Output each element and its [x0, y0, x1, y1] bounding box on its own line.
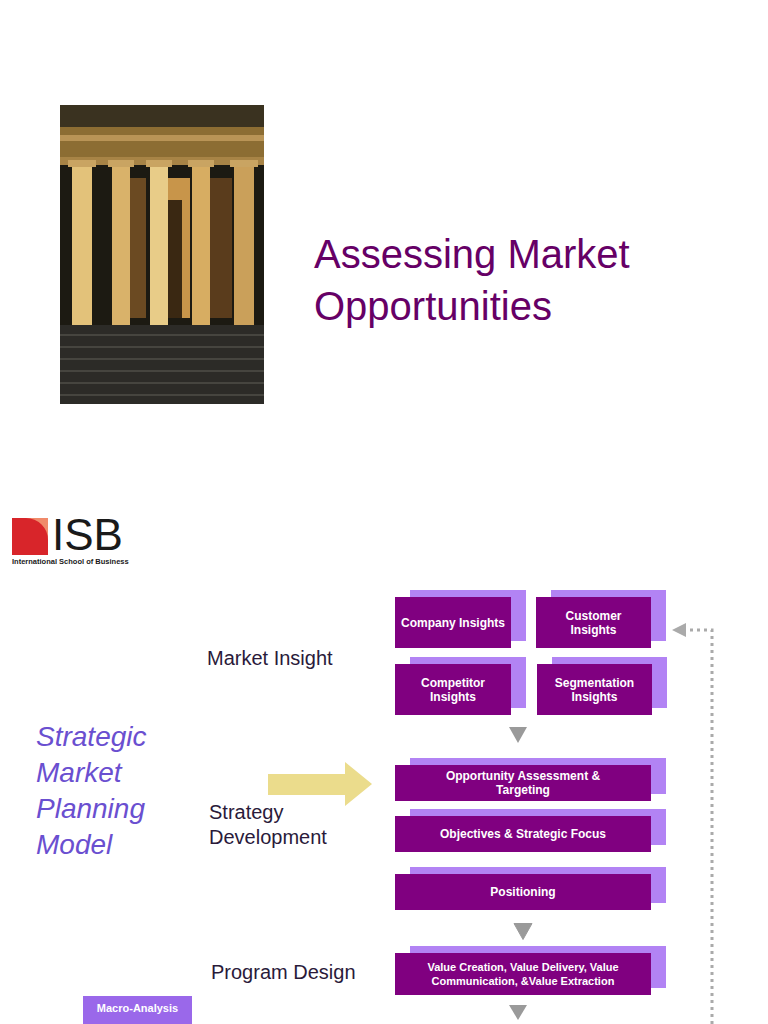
box-label: Positioning — [490, 885, 555, 899]
process-box: Company Insights — [395, 597, 511, 648]
section-label: Strategy Development — [209, 800, 324, 850]
logo-subtitle: International School of Business — [12, 557, 172, 566]
box-label: Competitor Insights — [401, 676, 505, 704]
box-label: Objectives & Strategic Focus — [440, 827, 606, 841]
box-label: Macro-Analysis — [97, 1001, 178, 1015]
box-label: Company Insights — [401, 616, 505, 630]
process-box: Customer Insights — [536, 597, 651, 648]
section-label: Program Design — [211, 960, 381, 984]
process-box: Objectives & Strategic Focus — [395, 816, 651, 852]
flow-triangle — [509, 1005, 527, 1020]
flow-triangle — [509, 727, 527, 743]
logo-mark — [12, 518, 48, 555]
focus-arrow — [268, 762, 372, 806]
flow-arrow — [514, 924, 532, 940]
box-label: Segmentation Insights — [543, 676, 646, 704]
box-label: Customer Insights — [542, 609, 645, 637]
model-title: Strategic Market Planning Model — [36, 719, 171, 863]
building-photo — [60, 105, 264, 404]
process-box: Opportunity Assessment & Targeting — [395, 765, 651, 801]
section-label: Market Insight — [207, 646, 377, 670]
feedback-line — [684, 630, 712, 1024]
logo-text: ISB — [52, 511, 162, 559]
side-tab-box: Macro-Analysis — [83, 996, 192, 1024]
slide-title: Assessing Market Opportunities — [314, 228, 674, 332]
process-box: Positioning — [395, 874, 651, 910]
box-label: Opportunity Assessment & Targeting — [438, 769, 608, 797]
process-box: Segmentation Insights — [537, 664, 652, 715]
process-box: Competitor Insights — [395, 664, 511, 715]
box-label: Value Creation, Value Delivery, Value Co… — [401, 960, 645, 988]
feedback-arrowhead — [672, 623, 686, 637]
process-box: Value Creation, Value Delivery, Value Co… — [395, 953, 651, 995]
